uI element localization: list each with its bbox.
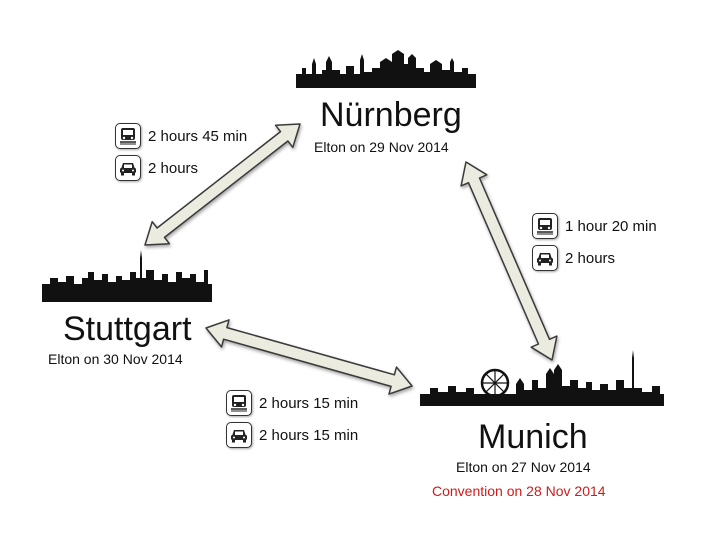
- train-duration: 1 hour 20 min: [565, 217, 657, 235]
- nurnberg-subtitle: Elton on 29 Nov 2014: [314, 139, 449, 155]
- train-icon: [115, 123, 141, 149]
- train-duration: 2 hours 45 min: [148, 127, 248, 145]
- munich-subtitle: Elton on 27 Nov 2014: [456, 459, 591, 475]
- car-duration: 2 hours: [565, 249, 616, 267]
- train-icon: [532, 213, 558, 239]
- route-stuttgart-nurnberg-car: 2 hours: [115, 154, 198, 182]
- stuttgart-subtitle: Elton on 30 Nov 2014: [48, 351, 183, 367]
- munich-skyline: [420, 350, 664, 406]
- car-duration: 2 hours 15 min: [259, 426, 359, 444]
- car-icon: [115, 155, 141, 181]
- munich-convention-note: Convention on 28 Nov 2014: [432, 483, 606, 499]
- car-icon: [532, 245, 558, 271]
- arrow-nurnberg-munich: [460, 161, 558, 361]
- route-nurnberg-munich-car: 2 hours: [532, 244, 615, 272]
- arrow-stuttgart-munich: [205, 319, 413, 395]
- munich-name: Munich: [478, 418, 588, 456]
- train-duration: 2 hours 15 min: [259, 394, 359, 412]
- nurnberg-name: Nürnberg: [320, 96, 462, 134]
- train-icon: [226, 390, 252, 416]
- route-stuttgart-munich-train: 2 hours 15 min: [226, 389, 358, 417]
- car-duration: 2 hours: [148, 159, 199, 177]
- stuttgart-skyline: [42, 250, 212, 302]
- nurnberg-skyline: [296, 50, 476, 88]
- stuttgart-name: Stuttgart: [63, 310, 192, 348]
- arrow-stuttgart-nurnberg: [144, 123, 301, 246]
- car-icon: [226, 422, 252, 448]
- route-nurnberg-munich-train: 1 hour 20 min: [532, 212, 657, 240]
- route-stuttgart-munich-car: 2 hours 15 min: [226, 421, 358, 449]
- route-stuttgart-nurnberg-train: 2 hours 45 min: [115, 122, 247, 150]
